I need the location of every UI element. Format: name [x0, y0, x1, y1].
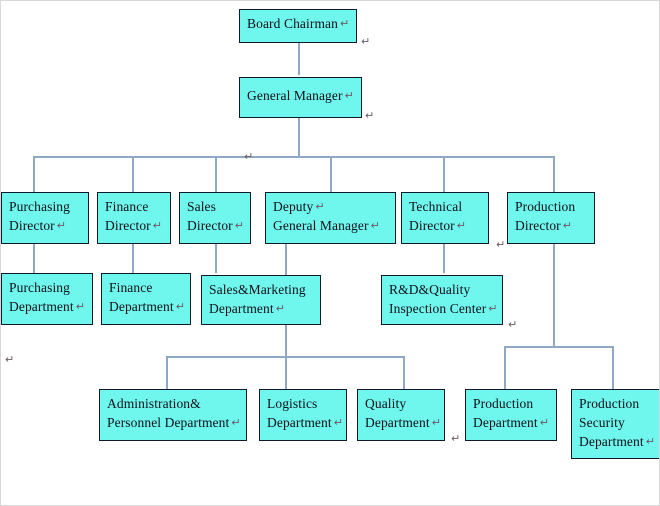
node-production-director-line2: Director↵	[515, 218, 573, 233]
return-mark-icon: ↵	[456, 219, 467, 232]
node-technical-director[interactable]: Technical Director↵	[401, 192, 489, 244]
return-mark-icon: ↵	[645, 435, 656, 448]
node-technical-director-line2: Director↵	[409, 218, 467, 233]
node-quality-department[interactable]: Quality Department↵	[357, 389, 445, 441]
node-production-department-line2: Department↵	[473, 415, 550, 430]
node-rd-quality-inspection-center-line2: Inspection Center↵	[389, 301, 498, 316]
connector-sales-director-to-department	[215, 244, 217, 273]
return-mark-icon: ↵	[152, 219, 163, 232]
return-mark-icon: ↵	[231, 416, 241, 429]
node-administration-personnel-department[interactable]: Administration& Personnel Department↵	[99, 389, 247, 441]
node-production-security-department-line3: Department↵	[579, 434, 656, 449]
return-mark-icon: ↵	[451, 432, 461, 445]
node-purchasing-director-line1: Purchasing	[9, 199, 70, 214]
return-mark-icon: ↵	[361, 35, 371, 48]
connector-drop-production-security-department	[612, 346, 614, 389]
return-mark-icon: ↵	[315, 200, 325, 213]
return-mark-icon: ↵	[234, 219, 245, 232]
connector-chairman-to-gm	[298, 43, 300, 75]
node-finance-department[interactable]: Finance Department↵	[101, 273, 191, 325]
return-mark-icon: ↵	[75, 300, 86, 313]
node-administration-personnel-department-line2: Personnel Department↵	[107, 415, 241, 430]
connector-drop-technical-director	[443, 156, 445, 192]
connector-drop-finance-director	[132, 156, 134, 192]
node-purchasing-director-line2: Director↵	[9, 218, 67, 233]
return-mark-icon: ↵	[344, 89, 354, 102]
connector-drop-logistics-department	[285, 356, 287, 389]
node-finance-director-line1: Finance	[105, 199, 149, 214]
node-production-security-department[interactable]: Production Security Department↵	[571, 389, 659, 459]
node-rd-quality-inspection-center-line1: R&D&Quality	[389, 282, 471, 297]
node-quality-department-line1: Quality	[365, 396, 407, 411]
node-rd-quality-inspection-center[interactable]: R&D&Quality Inspection Center↵	[381, 275, 503, 325]
node-production-department-line1: Production	[473, 396, 534, 411]
node-board-chairman[interactable]: Board Chairman↵	[239, 9, 357, 43]
connector-production-director-to-bus	[553, 244, 555, 347]
node-production-department[interactable]: Production Department↵	[465, 389, 557, 441]
node-finance-director[interactable]: Finance Director↵	[97, 192, 171, 244]
connector-drop-production-director	[553, 156, 555, 192]
return-mark-icon: ↵	[244, 150, 254, 163]
node-sales-marketing-department-line2: Department↵	[209, 301, 286, 316]
connector-purchasing-director-to-department	[33, 244, 35, 273]
return-mark-icon: ↵	[275, 302, 286, 315]
node-purchasing-director[interactable]: Purchasing Director↵	[1, 192, 89, 244]
node-production-director[interactable]: Production Director↵	[507, 192, 595, 244]
node-quality-department-line2: Department↵	[365, 415, 442, 430]
connector-drop-quality-department	[403, 356, 405, 389]
return-mark-icon: ↵	[370, 219, 380, 232]
node-general-manager[interactable]: General Manager↵	[239, 77, 362, 118]
return-mark-icon: ↵	[56, 219, 67, 232]
return-mark-icon: ↵	[496, 238, 506, 251]
node-sales-director[interactable]: Sales Director↵	[179, 192, 251, 244]
node-finance-director-line2: Director↵	[105, 218, 163, 233]
connector-drop-deputy-general-manager	[330, 156, 332, 192]
return-mark-icon: ↵	[539, 416, 550, 429]
return-mark-icon: ↵	[508, 318, 518, 331]
return-mark-icon: ↵	[365, 109, 375, 122]
node-sales-director-line2: Director↵	[187, 218, 245, 233]
node-sales-marketing-department[interactable]: Sales&Marketing Department↵	[201, 275, 321, 325]
node-logistics-department-line1: Logistics	[267, 396, 318, 411]
return-mark-icon: ↵	[562, 219, 573, 232]
connector-drop-sales-director	[215, 156, 217, 192]
node-general-manager-line1: General Manager↵	[247, 88, 354, 103]
node-technical-director-line1: Technical	[409, 199, 463, 214]
node-deputy-general-manager-line1: Deputy↵	[273, 199, 325, 214]
node-production-security-department-line2: Security	[579, 415, 625, 430]
node-board-chairman-line1: Board Chairman↵	[247, 16, 350, 31]
return-mark-icon: ↵	[431, 416, 442, 429]
node-production-security-department-line1: Production	[579, 396, 640, 411]
node-purchasing-department[interactable]: Purchasing Department↵	[1, 273, 93, 325]
node-purchasing-department-line1: Purchasing	[9, 280, 70, 295]
node-deputy-general-manager-line2: General Manager↵	[273, 218, 380, 233]
connector-technical-director-to-rd-center	[443, 244, 445, 273]
return-mark-icon: ↵	[175, 300, 186, 313]
return-mark-icon: ↵	[488, 302, 498, 315]
node-purchasing-department-line2: Department↵	[9, 299, 86, 314]
node-production-director-line1: Production	[515, 199, 576, 214]
node-logistics-department-line2: Department↵	[267, 415, 344, 430]
return-mark-icon: ↵	[333, 416, 344, 429]
connector-drop-administration-personnel	[166, 356, 168, 389]
node-administration-personnel-department-line1: Administration&	[107, 396, 201, 411]
node-logistics-department[interactable]: Logistics Department↵	[259, 389, 347, 441]
connector-gm-to-bus	[298, 118, 300, 156]
node-finance-department-line1: Finance	[109, 280, 153, 295]
node-sales-director-line1: Sales	[187, 199, 216, 214]
node-finance-department-line2: Department↵	[109, 299, 186, 314]
return-mark-icon: ↵	[340, 17, 350, 30]
connector-level3-bus	[33, 156, 554, 158]
connector-drop-purchasing-director	[33, 156, 35, 192]
return-mark-icon: ↵	[5, 353, 15, 366]
connector-production-director-bus	[504, 346, 614, 348]
node-sales-marketing-department-line1: Sales&Marketing	[209, 282, 306, 297]
connector-drop-production-department	[504, 346, 506, 389]
connector-finance-director-to-department	[132, 244, 134, 273]
node-deputy-general-manager[interactable]: Deputy↵ General Manager↵	[265, 192, 396, 244]
